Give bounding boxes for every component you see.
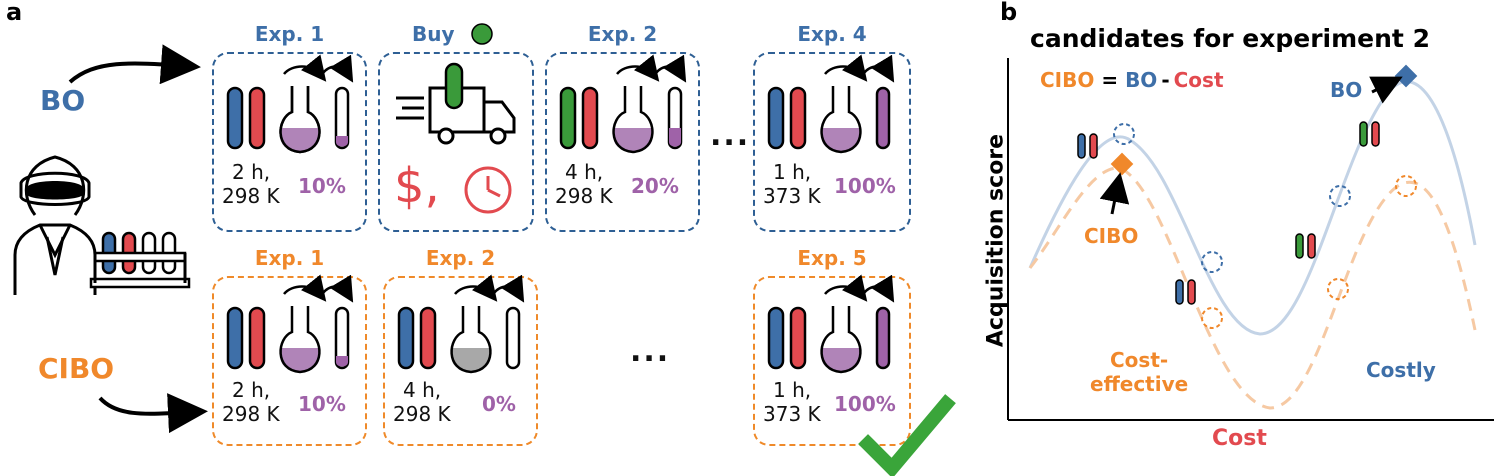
tube-pair-green-red-1 <box>1295 233 1316 259</box>
tube-pair-blue-red-1 <box>1077 133 1098 159</box>
bo-ellipsis: ... <box>710 118 751 153</box>
x-axis-label: Cost <box>1212 426 1267 451</box>
bo-exp2-card <box>545 52 700 232</box>
cibo-exp5-card <box>753 276 911 446</box>
delivery-truck-icon <box>396 62 516 145</box>
costly-label: Costly <box>1366 358 1436 382</box>
panel-b-letter: b <box>1000 0 1018 26</box>
cost-effective-line-1: Cost- <box>1110 348 1169 372</box>
cibo-exp2-temp: 298 K <box>393 402 451 426</box>
cibo-pointer-arrow <box>1099 172 1130 215</box>
bo-annotation: BO <box>1330 78 1363 102</box>
bo-exp2-yield: 20% <box>631 174 679 198</box>
cibo-exp5-temp: 373 K <box>763 402 821 426</box>
cibo-row-label: CIBO <box>38 352 115 385</box>
bo-exp4-time: 1 h, <box>773 160 812 184</box>
bo-exp1-time: 2 h, <box>232 160 271 184</box>
cibo-exp5-time: 1 h, <box>773 378 812 402</box>
cibo-curve <box>1028 166 1477 410</box>
cibo-exp1-title: Exp. 1 <box>254 246 325 270</box>
bo-exp4-temp: 373 K <box>763 184 821 208</box>
reaction-icon <box>767 274 895 374</box>
cibo-exp2-yield: 0% <box>482 392 516 416</box>
bo-exp4-yield: 100% <box>834 174 896 198</box>
chart-title: candidates for experiment 2 <box>1030 24 1430 53</box>
cibo-exp1-yield: 10% <box>298 392 346 416</box>
bo-candidate-3 <box>1329 185 1351 207</box>
cibo-ellipsis: ... <box>630 334 671 369</box>
bo-exp2-title: Exp. 2 <box>587 22 658 46</box>
equation-cibo: CIBO <box>1040 68 1095 92</box>
cibo-candidate-3 <box>1395 175 1417 197</box>
cibo-candidate-1 <box>1201 307 1223 329</box>
clock-icon <box>464 166 512 214</box>
cibo-annotation: CIBO <box>1084 224 1139 248</box>
cibo-exp1-card <box>212 276 367 446</box>
bo-curve <box>1028 80 1477 336</box>
equation: CIBO = BO-Cost <box>1040 68 1224 92</box>
panel-a-letter: a <box>6 0 23 26</box>
reaction-icon <box>767 54 895 154</box>
cibo-exp2-title: Exp. 2 <box>425 246 496 270</box>
tube-pair-blue-red-2 <box>1175 279 1196 305</box>
bo-pointer-arrow <box>1369 76 1403 104</box>
bo-candidate-2 <box>1201 251 1223 273</box>
reaction-icon <box>226 274 354 374</box>
cibo-exp5-title: Exp. 5 <box>797 246 867 270</box>
bo-exp2-temp: 298 K <box>555 184 613 208</box>
bo-exp1-temp: 298 K <box>222 184 280 208</box>
reaction-icon <box>226 54 354 154</box>
cibo-candidate-2 <box>1327 278 1349 300</box>
cost-effective-label: Cost- effective <box>1090 348 1188 396</box>
bo-buy-cost: $, <box>394 158 440 214</box>
cibo-exp5-yield: 100% <box>834 392 896 416</box>
reaction-icon <box>559 54 687 154</box>
bo-buy-card <box>378 52 534 232</box>
equation-equals: = <box>1094 68 1126 92</box>
bo-exp4-card <box>753 52 911 232</box>
bo-exp4-title: Exp. 4 <box>797 22 867 46</box>
checkmark-icon <box>858 394 956 476</box>
tube-pair-green-red-2 <box>1359 121 1380 147</box>
equation-minus: - <box>1161 68 1170 92</box>
cibo-exp2-card <box>383 276 538 446</box>
bo-exp2-time: 4 h, <box>565 160 604 184</box>
cibo-exp1-temp: 298 K <box>222 402 280 426</box>
bo-candidate-1 <box>1113 123 1135 145</box>
equation-bo: BO <box>1125 68 1158 92</box>
bo-row-label: BO <box>40 84 86 117</box>
bo-exp1-yield: 10% <box>298 174 346 198</box>
bo-buy-title: Buy <box>412 22 455 46</box>
cibo-exp1-time: 2 h, <box>232 378 271 402</box>
bo-exp1-card <box>212 52 367 232</box>
cost-effective-line-2: effective <box>1090 372 1189 396</box>
scientist-icon <box>13 155 191 295</box>
cibo-exp2-time: 4 h, <box>403 378 442 402</box>
green-dot-icon <box>471 23 493 45</box>
cibo-selected-marker <box>1110 152 1134 176</box>
reaction-icon <box>397 274 525 374</box>
equation-cost: Cost <box>1173 68 1224 92</box>
bo-exp1-title: Exp. 1 <box>254 22 325 46</box>
